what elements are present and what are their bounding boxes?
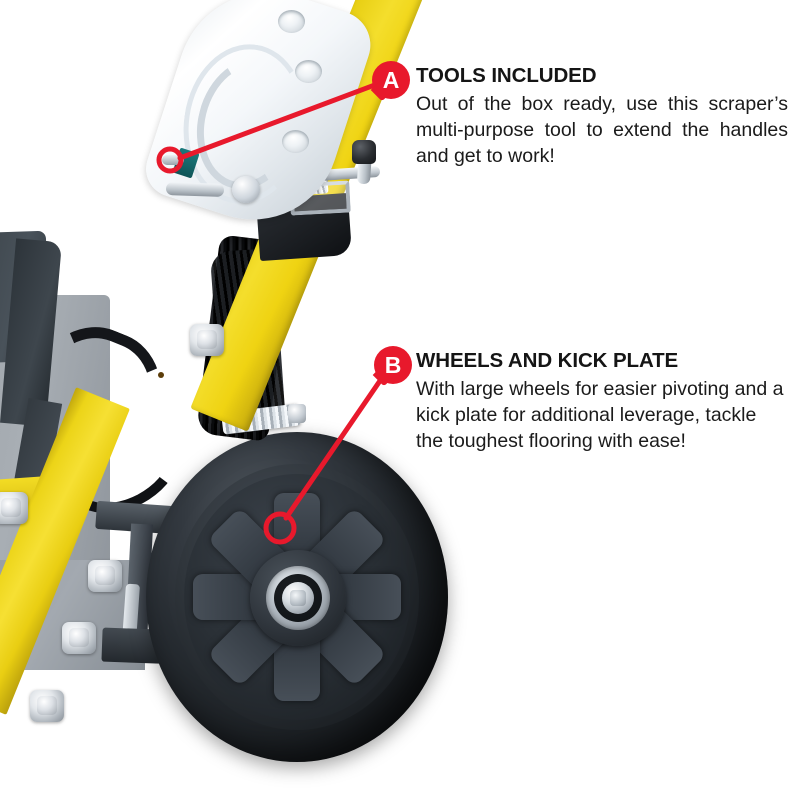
- handle-bolt: [62, 622, 96, 654]
- callout-badge-b: B: [372, 346, 412, 387]
- hose-clamp-screw: [288, 404, 306, 423]
- handle-pin-hole: [158, 372, 164, 378]
- bracket-pivot-bolt: [232, 176, 260, 203]
- bracket-hole: [278, 10, 305, 33]
- product-photo: [0, 0, 470, 762]
- bracket-hole: [295, 60, 322, 83]
- multi-purpose-tool-knob: [352, 140, 376, 164]
- callout-a-body: Out of the box ready, use this scraper’s…: [416, 93, 788, 167]
- bracket-hole: [282, 130, 309, 153]
- callout-badge-b-letter: B: [384, 352, 402, 378]
- callout-a: TOOLS INCLUDED Out of the box ready, use…: [416, 64, 788, 169]
- release-pin: [162, 155, 184, 165]
- callout-badge-a: A: [370, 61, 410, 102]
- callout-badge-a-letter: A: [382, 67, 400, 93]
- callout-b: WHEELS AND KICK PLATE With large wheels …: [416, 349, 788, 454]
- handle-bolt: [88, 560, 122, 592]
- callout-b-body: With large wheels for easier pivoting an…: [416, 378, 784, 452]
- wheel-hub-bolt: [282, 582, 314, 614]
- pivot-rod: [165, 181, 225, 198]
- callout-b-title: WHEELS AND KICK PLATE: [416, 349, 679, 372]
- handle-bolt: [30, 690, 64, 722]
- handle-bolt: [190, 324, 224, 356]
- callout-a-title: TOOLS INCLUDED: [416, 64, 597, 87]
- handle-bolt: [0, 492, 28, 524]
